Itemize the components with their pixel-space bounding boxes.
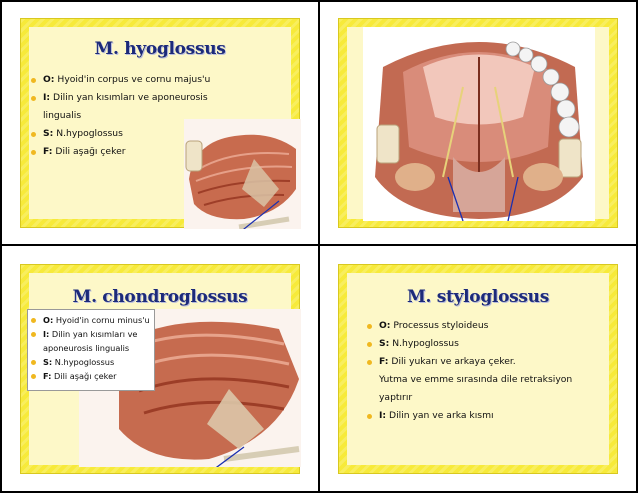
bullet-continuation: lingualis <box>43 110 82 121</box>
pointer-arrow <box>507 176 519 221</box>
bullet-nerve: S: N.hypoglossus <box>31 125 210 143</box>
chondroglossus-text-box <box>27 309 155 391</box>
hyoglossus-anatomy-illustration <box>184 119 301 229</box>
slide-floor-of-mouth <box>338 18 618 228</box>
slide-title: M. chondroglossus <box>72 287 248 307</box>
bullet-insertion: I: Dilin yan ve arka kısmı <box>367 407 572 425</box>
bullet-origin: O: Hyoid'in corpus ve cornu majus'u <box>31 71 210 89</box>
slide-styloglossus: M. styloglossus O: Processus styloideus … <box>338 264 618 474</box>
bullet-insertion: I: Dilin yan kısımları ve aponeurosis <box>31 89 210 107</box>
slide-hyoglossus: M. hyoglossus O: Hyoid'in corpus ve corn… <box>20 18 301 229</box>
bullet-continuation: yaptırır <box>379 392 413 403</box>
bullet-continuation: aponeurosis lingualis <box>43 343 130 353</box>
slide-chondroglossus: M. chondroglossus O: Hyoid'in cornu minu… <box>20 264 301 474</box>
bullet-function: F: Dili aşağı çeker <box>31 143 210 161</box>
slide-title: M. styloglossus <box>406 287 549 307</box>
slide-inner: M. hyoglossus O: Hyoid'in corpus ve corn… <box>29 27 301 229</box>
bullet-continuation: Yutma ve emme sırasında dile retraksiyon <box>379 374 573 385</box>
grid-border-left <box>0 0 2 493</box>
pointer-arrow <box>447 176 464 221</box>
grid-border-right <box>636 0 638 493</box>
bullet-nerve: S: N.hypoglossus <box>31 355 150 369</box>
bullet-origin: O: Hyoid'in cornu minus'u <box>31 313 150 327</box>
slide-inner: M. styloglossus O: Processus styloideus … <box>347 273 609 465</box>
bullet-insertion: I: Dilin yan kısımları ve <box>31 327 150 341</box>
grid-divider-vertical <box>318 0 320 493</box>
pointer-arrow <box>215 446 245 467</box>
slide-title: M. hyoglossus <box>94 39 226 59</box>
bullet-origin: O: Processus styloideus <box>367 317 572 335</box>
floor-of-mouth-illustration <box>363 27 595 221</box>
grid-divider-horizontal <box>0 244 638 246</box>
slide-bullet-list: O: Hyoid'in cornu minus'u I: Dilin yan k… <box>31 313 150 383</box>
slide-bullet-list: O: Hyoid'in corpus ve cornu majus'u I: D… <box>31 71 210 161</box>
slide-bullet-list: O: Processus styloideus S: N.hypoglossus… <box>367 317 572 425</box>
slide-inner: M. chondroglossus O: Hyoid'in cornu minu… <box>27 273 301 467</box>
slide-inner <box>347 27 609 221</box>
bullet-function: F: Dili yukarı ve arkaya çeker. <box>367 353 572 371</box>
pointer-arrow <box>243 200 280 229</box>
bullet-nerve: S: N.hypoglossus <box>367 335 572 353</box>
bullet-function: F: Dili aşağı çeker <box>31 369 150 383</box>
